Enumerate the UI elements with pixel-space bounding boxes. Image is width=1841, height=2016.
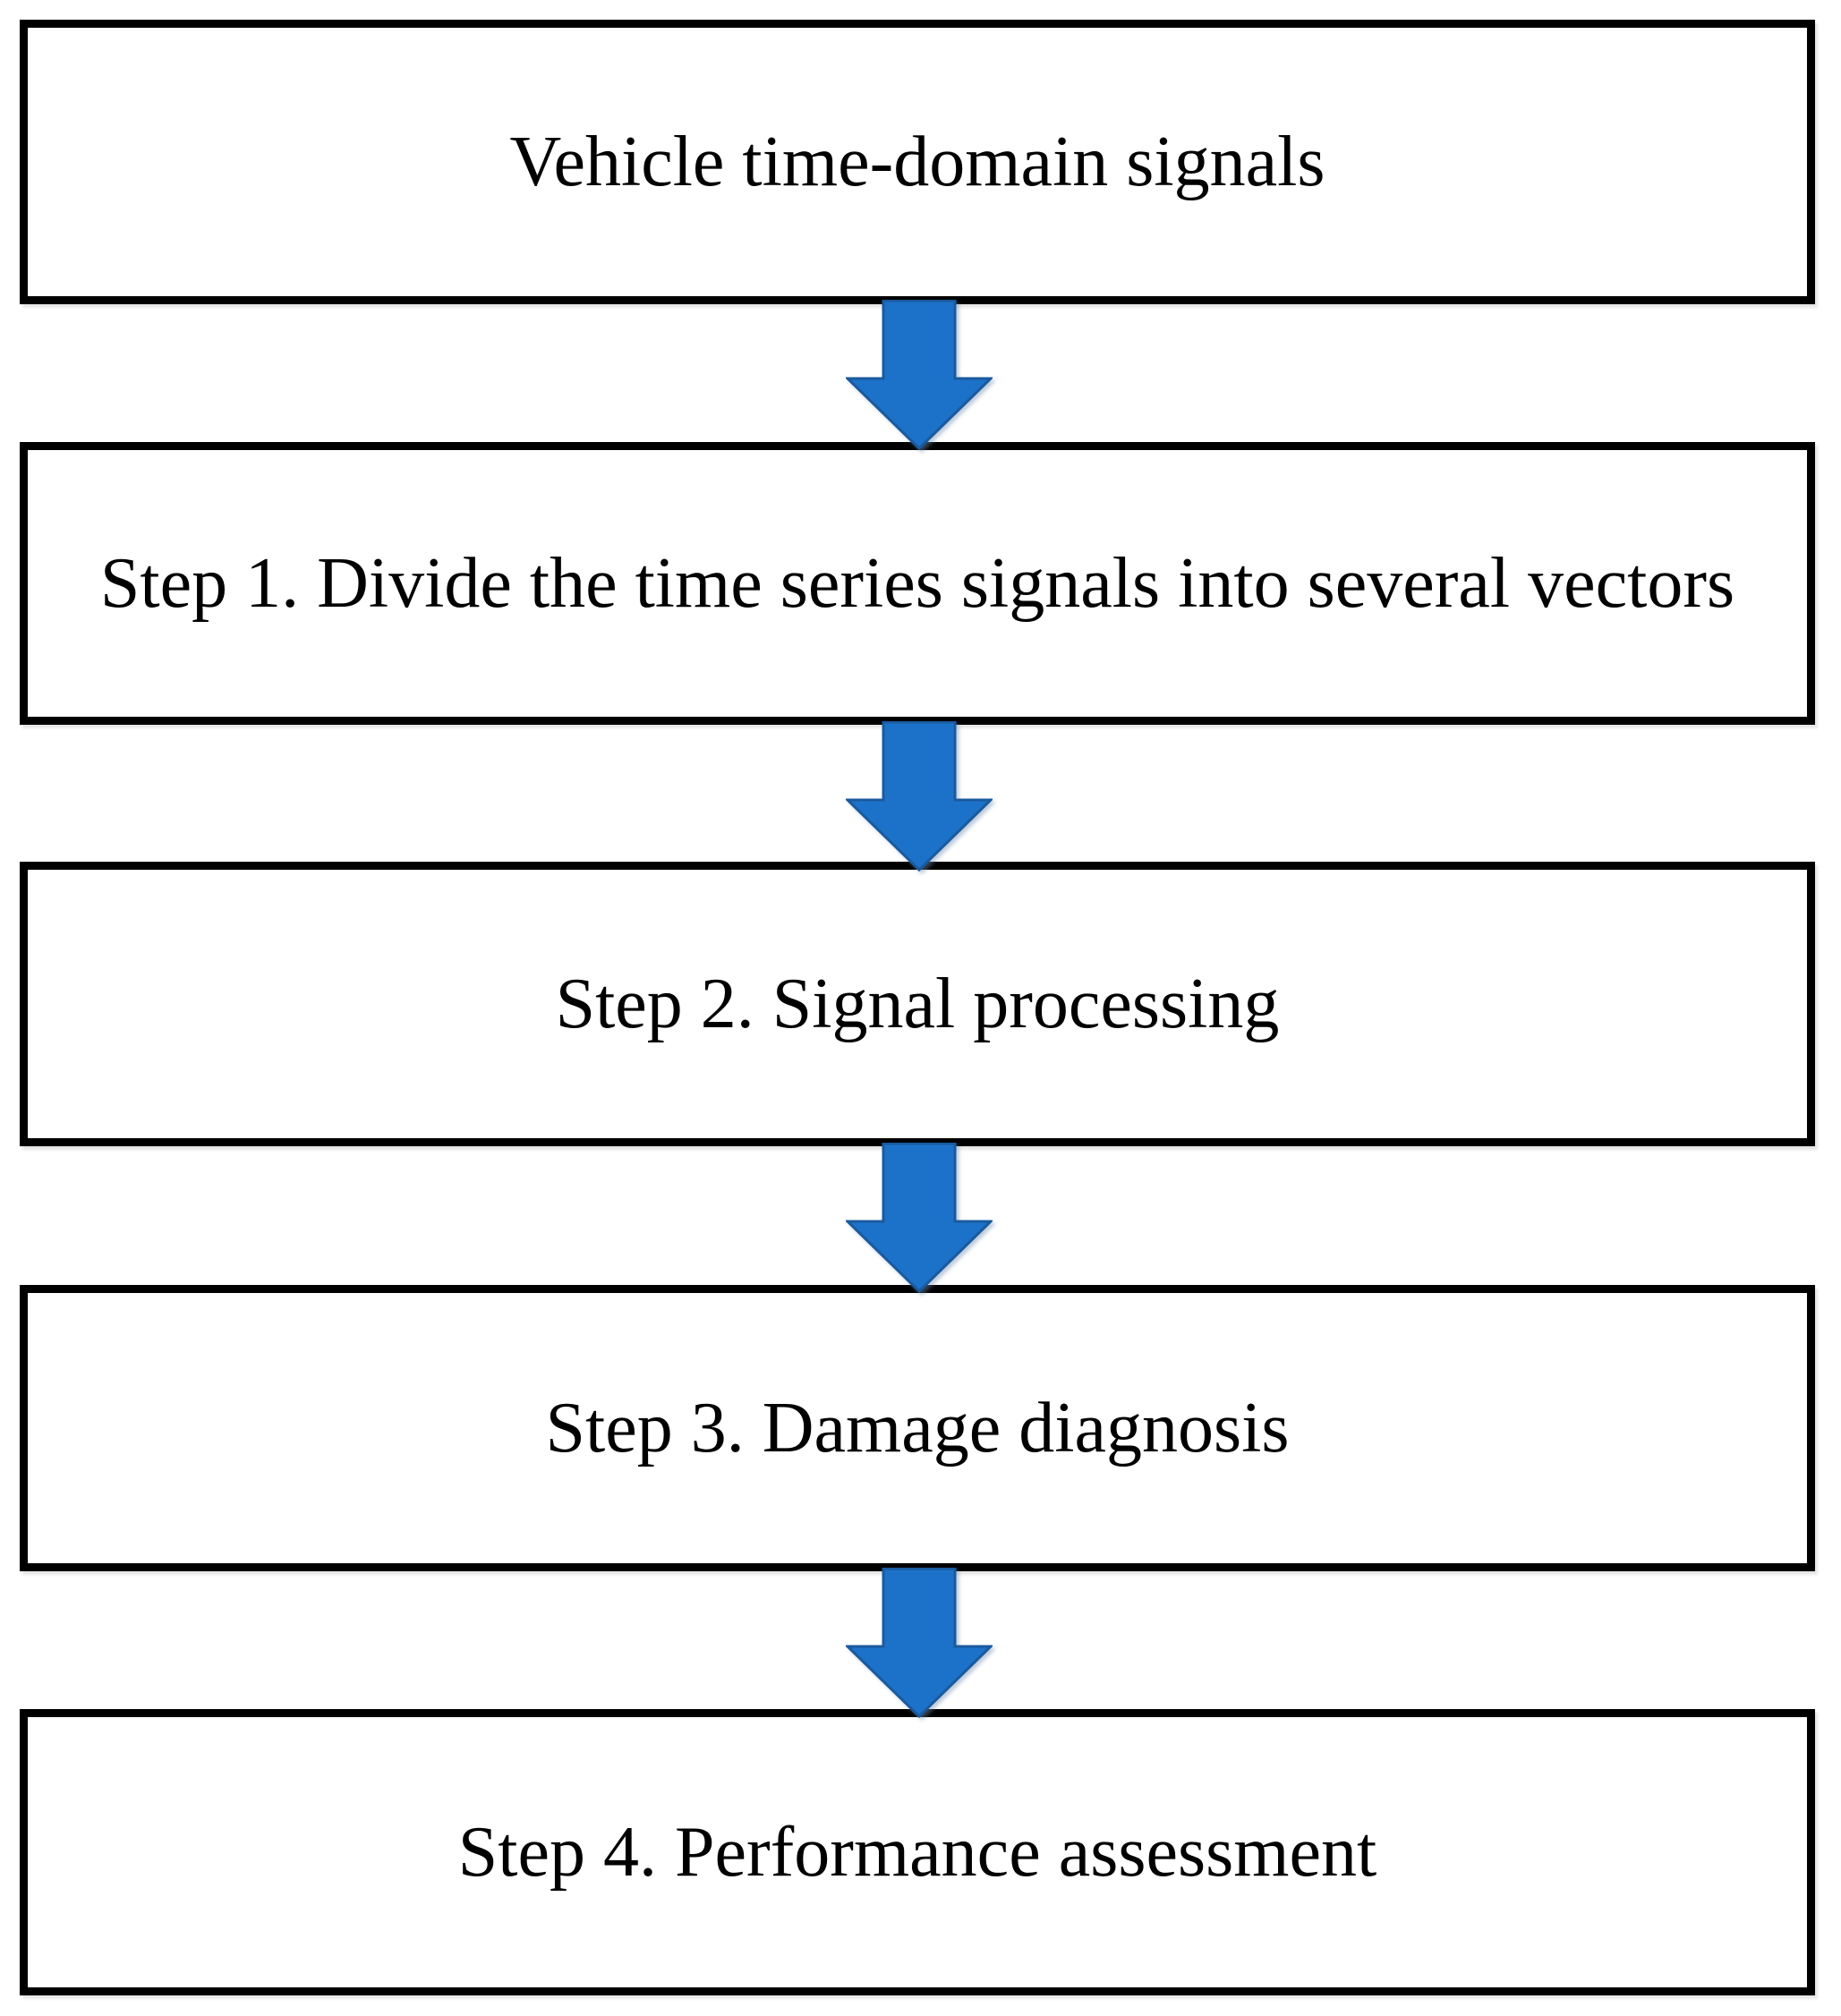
flow-box-label: Vehicle time-domain signals <box>509 123 1325 201</box>
flow-box-label: Step 3. Damage diagnosis <box>545 1389 1290 1467</box>
down-arrow-icon <box>846 1568 993 1718</box>
down-arrow-icon <box>846 1143 993 1293</box>
flow-box-label: Step 2. Signal processing <box>555 965 1280 1043</box>
flow-box-vehicle-signals: Vehicle time-domain signals <box>20 20 1815 304</box>
flow-box-step-3: Step 3. Damage diagnosis <box>20 1285 1815 1571</box>
flow-box-step-2: Step 2. Signal processing <box>20 862 1815 1146</box>
flow-box-label: Step 1. Divide the time series signals i… <box>99 544 1735 623</box>
flow-box-step-1: Step 1. Divide the time series signals i… <box>20 442 1815 725</box>
flow-box-step-4: Step 4. Performance assessment <box>20 1709 1815 1995</box>
down-arrow-icon <box>846 721 993 872</box>
flow-box-label: Step 4. Performance assessment <box>457 1813 1377 1892</box>
down-arrow-icon <box>846 300 993 450</box>
